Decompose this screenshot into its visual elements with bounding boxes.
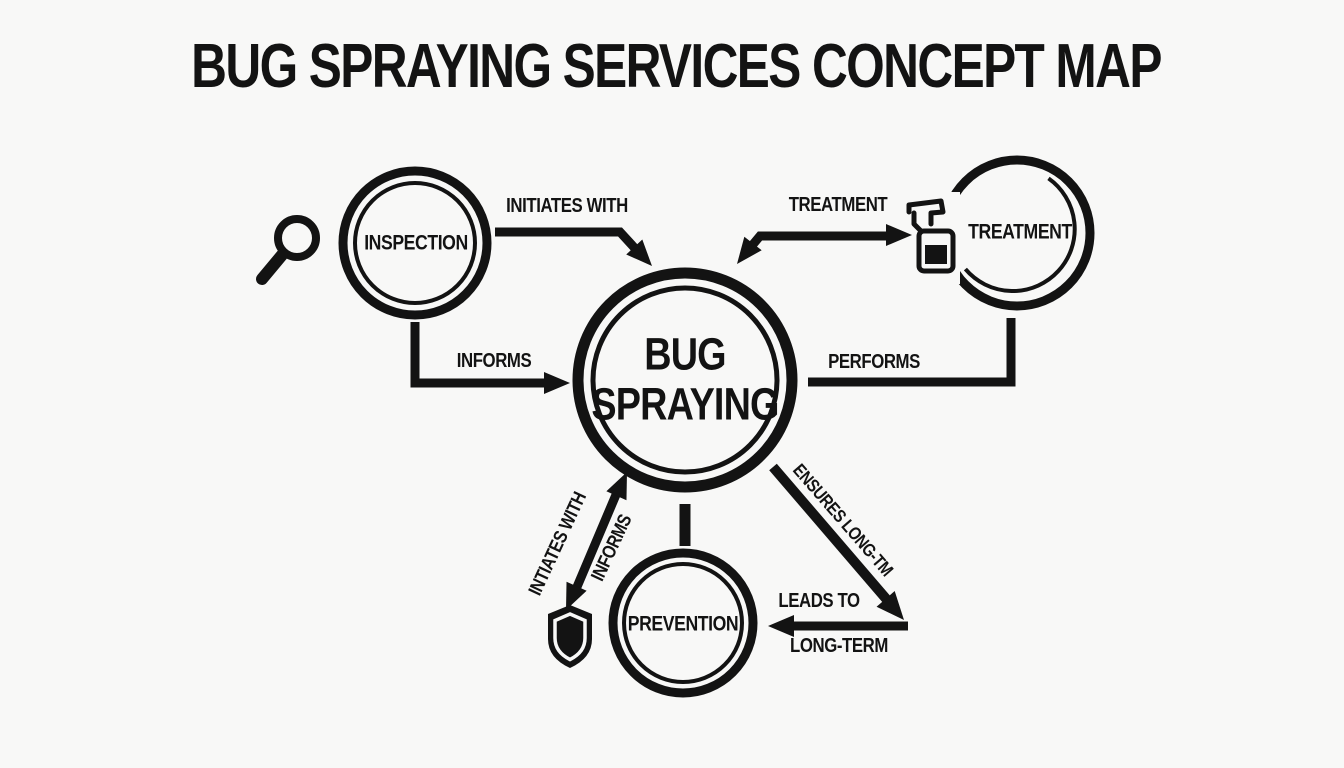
prevention-node-circle xyxy=(608,548,758,698)
magnifier-icon xyxy=(256,215,320,285)
bug-spraying-node-circle xyxy=(572,267,798,493)
inspection-node-circle xyxy=(338,166,492,320)
edge-label-treatment: TREATMENT xyxy=(788,194,888,216)
edge-label-leads-to: LEADS TO xyxy=(778,590,860,612)
bug-spraying-label-line2: SPRAYING xyxy=(591,379,779,430)
shield-icon xyxy=(548,605,592,668)
edge-performs-line xyxy=(808,318,1016,387)
page-title: BUG SPRAYING SERVICES CONCEPT MAP xyxy=(191,32,1162,101)
edge-label-performs: PERFORMS xyxy=(828,351,920,373)
edge-label-long-term: LONG-TERM xyxy=(790,635,888,657)
edge-ensures-diagonal-arrow xyxy=(769,463,904,620)
edge-double-diagonal-arrow xyxy=(566,472,627,610)
edge-label-informs: INFORMS xyxy=(456,350,532,372)
edge-informs-arrow xyxy=(410,322,570,394)
treatment-node-label: TREATMENT xyxy=(968,220,1072,244)
prevention-node-label: PREVENTION xyxy=(627,612,739,636)
spray-bottle-icon xyxy=(906,198,956,274)
inspection-node-label: INSPECTION xyxy=(364,231,468,255)
edge-leads-to-arrow xyxy=(768,615,908,637)
bug-spraying-label-line1: BUG xyxy=(644,328,726,380)
bug-spraying-node-label: BUG SPRAYING xyxy=(591,328,779,431)
edge-label-initiates-with: INITIATES WITH xyxy=(506,195,628,217)
edge-initiates-with-arrow xyxy=(495,227,652,266)
edge-treatment-arrow xyxy=(737,224,912,264)
